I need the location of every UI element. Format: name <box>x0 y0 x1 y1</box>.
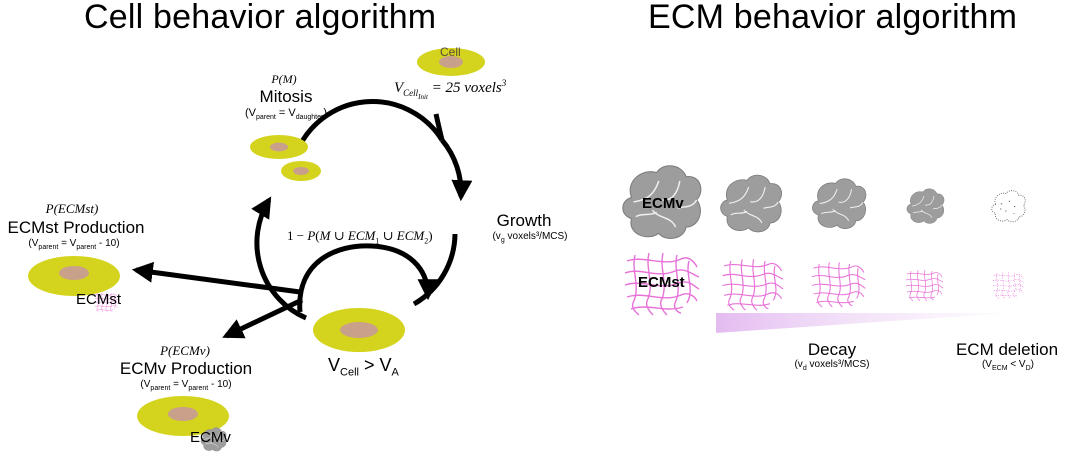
mitosis-label: Mitosis <box>259 87 313 106</box>
ecm-panel-title: ECM behavior algorithm <box>648 0 1018 36</box>
ecmst-decay-stage-4 <box>905 269 944 302</box>
ecm-deletion-label: ECM deletion <box>955 340 1059 359</box>
ecmv-decay-stage-4 <box>906 188 945 224</box>
ecmst-produced-label: ECMst <box>76 291 121 308</box>
mitosis-rule: (Vparent = Vdaughter) <box>244 107 328 122</box>
ecmv-production-label: ECMv Production <box>119 359 253 378</box>
ecmst-production-probability: P(ECMst) <box>45 201 99 216</box>
ecmst-decay-stage-2 <box>721 258 784 311</box>
growth-rate: (vg voxels³/MCS) <box>492 231 568 244</box>
ecmv-production-rule: (Vparent = Vparent - 10) <box>140 379 232 392</box>
ecmst-decay-stage-3 <box>811 261 866 308</box>
ecmv-decay-stage-3 <box>811 178 867 230</box>
ecmst-decay-stage-5 <box>992 272 1025 299</box>
ecmst-row-label: ECMst <box>638 274 685 291</box>
decay-gradient-wedge <box>716 313 1010 333</box>
initial-cell-label: Cell <box>440 45 461 59</box>
ecm-deletion-rule: (VECM < VD) <box>981 359 1035 372</box>
decay-label: Decay <box>807 340 857 359</box>
cell-panel-title: Cell behavior algorithm <box>84 0 437 36</box>
stay-probability: 1 − P(M ∪ ECM1 ∪ ECM2) <box>287 228 433 246</box>
ecmv-produced-label: ECMv <box>190 429 231 446</box>
decay-rate: (vd voxels³/MCS) <box>794 359 870 372</box>
ecmv-production-probability: P(ECMv) <box>160 343 210 358</box>
ecmv-decay-stage-2 <box>720 174 783 233</box>
ecmst-production-rule: (Vparent = Vparent - 10) <box>28 238 120 251</box>
ecmv-decay-stage-5 <box>991 190 1026 223</box>
volume-threshold-label: VCell > VA <box>328 355 399 379</box>
ecmv-row-label: ECMv <box>642 195 684 212</box>
ecmst-production-label: ECMst Production <box>7 218 145 237</box>
growth-label: Growth <box>496 211 552 230</box>
mitosis-probability: P(M) <box>271 72 297 86</box>
initial-cell-volume: VCellInit = 25 voxels3 <box>394 78 507 101</box>
